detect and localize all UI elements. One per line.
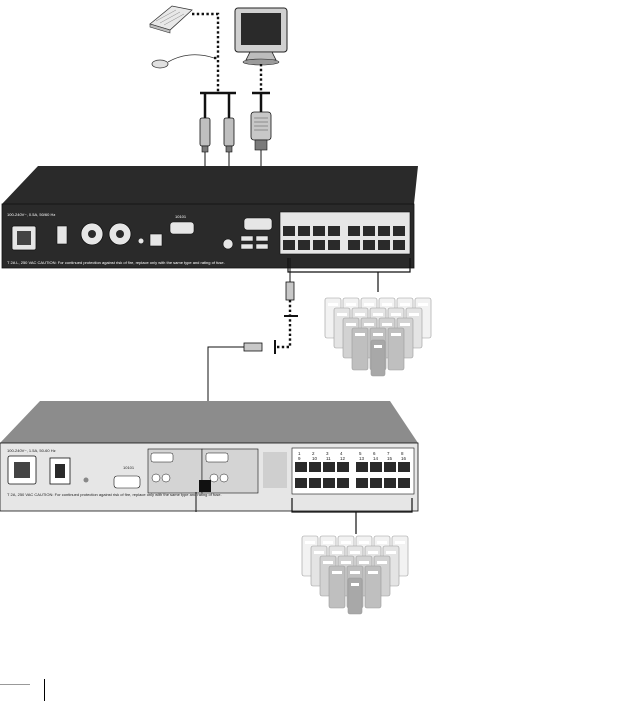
mouse-icon: [151, 54, 215, 69]
power-rating: 100-240V~, 1.5A, 50-60 Hz: [7, 448, 56, 453]
drive-bay: [355, 333, 365, 336]
server-tower: [347, 577, 363, 615]
serial-port: [113, 475, 141, 489]
server-tower: [364, 565, 382, 609]
ps2-connector-mouse: [223, 94, 235, 153]
drive-bay: [314, 551, 324, 554]
server-tower: [328, 565, 346, 609]
drive-bay: [332, 571, 342, 574]
drive-bay: [305, 541, 315, 544]
monitor-icon: [234, 7, 288, 66]
port-number: 7: [387, 451, 390, 456]
drive-bay: [391, 333, 401, 336]
drive-bay: [395, 541, 405, 544]
target-ports: [295, 462, 410, 488]
drive-bay: [418, 303, 428, 306]
serial-label: 10101: [175, 214, 187, 219]
serial-label: 10101: [123, 465, 135, 470]
drive-bay: [350, 551, 360, 554]
upper-kvm-switch: 100-240V~, 0.5A, 50/60 Hz T 2A L, 250 VA…: [1, 166, 418, 269]
drive-bay: [368, 551, 378, 554]
port-number: 14: [373, 456, 379, 461]
drive-bay: [323, 541, 333, 544]
drive-bay: [386, 551, 396, 554]
drive-bay: [409, 313, 419, 316]
drive-bay: [373, 313, 383, 316]
server-stack-icon: [324, 297, 432, 377]
drive-bay: [355, 313, 365, 316]
serial-port: [169, 221, 195, 235]
power-switch: [56, 225, 68, 245]
drive-bay: [377, 561, 387, 564]
keyboard-icon: [149, 5, 193, 34]
port-number: 10: [312, 456, 318, 461]
server-stack-icon: [301, 535, 409, 615]
drive-bay: [373, 333, 383, 336]
ari-ports: [283, 226, 405, 250]
drive-bay: [391, 313, 401, 316]
drive-bay: [341, 561, 351, 564]
drive-bay: [359, 541, 369, 544]
drive-bay: [323, 561, 333, 564]
drive-bay: [400, 323, 410, 326]
port-number: 8: [401, 451, 404, 456]
vga-port: [243, 217, 273, 231]
drive-bay: [346, 323, 356, 326]
power-icon: [138, 238, 144, 244]
power-icon: [83, 477, 89, 483]
footer-divider: [44, 679, 45, 701]
vent-grille: [263, 452, 287, 488]
drive-bay: [328, 303, 338, 306]
drive-bay: [351, 583, 359, 586]
drive-bay: [364, 303, 374, 306]
port-number: 6: [373, 451, 376, 456]
server-tower: [387, 327, 405, 371]
port-number: 2: [312, 451, 315, 456]
drive-bay: [374, 345, 382, 348]
drive-bay: [350, 571, 360, 574]
upper-port-bracket: [287, 258, 411, 292]
port-number: 15: [387, 456, 393, 461]
footer-rule: [0, 684, 30, 685]
ps2-port: [222, 238, 234, 250]
drive-bay: [382, 323, 392, 326]
port-number: 13: [359, 456, 365, 461]
drive-bay: [400, 303, 410, 306]
port-number: 9: [298, 456, 301, 461]
ps2-connector-keyboard: [199, 94, 211, 153]
usb-ports: [240, 235, 269, 250]
port-number: 3: [326, 451, 329, 456]
caution-text: T 2A, 250 VAC CAUTION: For continued pro…: [7, 492, 222, 497]
drive-bay: [368, 571, 378, 574]
drive-bay: [346, 303, 356, 306]
drive-bay: [377, 541, 387, 544]
drive-bay: [341, 541, 351, 544]
vga-connector: [250, 94, 272, 151]
power-rating: 100-240V~, 0.5A, 50/60 Hz: [7, 212, 55, 217]
drive-bay: [382, 303, 392, 306]
drive-bay: [359, 561, 369, 564]
lower-kvm-switch: 100-240V~, 1.5A, 50-60 Hz T 2A, 250 VAC …: [0, 401, 419, 512]
network-icon: [149, 233, 163, 247]
port-number: 12: [340, 456, 346, 461]
lower-port-bracket: [291, 498, 413, 534]
port-number: 1: [298, 451, 301, 456]
caution-text: T 2A L, 250 VAC CAUTION: For continued p…: [7, 260, 225, 265]
fan-icon: [80, 222, 132, 246]
server-tower: [351, 327, 369, 371]
peripheral-cables: [192, 12, 263, 92]
port-number: 11: [326, 456, 331, 461]
port-number: 16: [401, 456, 407, 461]
drive-bay: [332, 551, 342, 554]
drive-bay: [364, 323, 374, 326]
drive-bay: [337, 313, 347, 316]
server-tower: [370, 339, 386, 377]
port-number: 4: [340, 451, 343, 456]
ari-uplink-port: [199, 480, 211, 492]
port-number: 5: [359, 451, 362, 456]
